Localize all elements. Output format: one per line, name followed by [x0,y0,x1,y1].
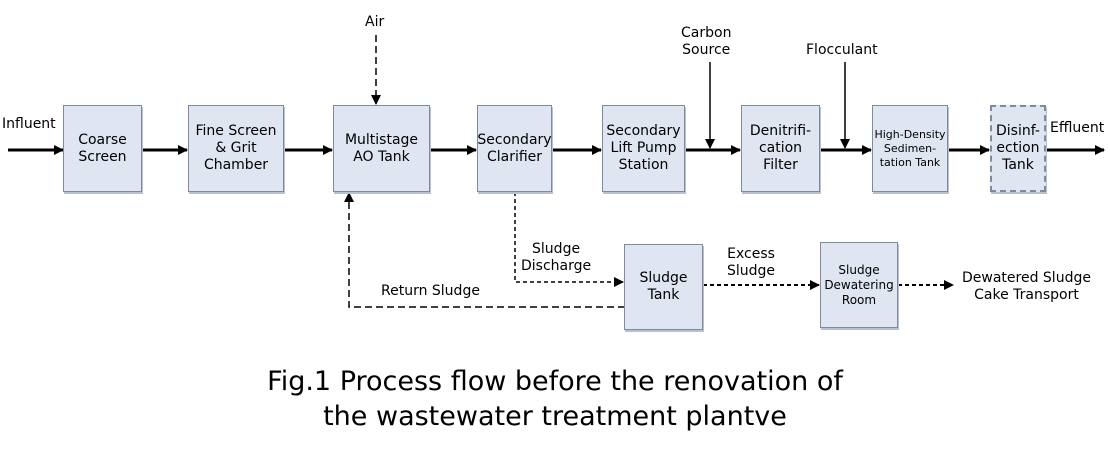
air-label: Air [365,14,385,30]
figure-caption: Fig.1 Process flow before the renovation… [267,366,843,432]
flocculant-label: Flocculant [806,42,878,58]
disinfection-tank-box: Disinf- ection Tank [990,105,1046,192]
secondary-clarifier-box: Secondary Clarifier [477,105,552,192]
sludge-tank-box: Sludge Tank [624,244,703,330]
sludge-dewatering-room-box: Sludge Dewatering Room [820,242,898,328]
excess-sludge-label: Excess Sludge [727,246,776,279]
sludge-discharge-label: Sludge Discharge [521,241,592,274]
effluent-label: Effluent [1050,120,1105,136]
dewatered-sludge-cake-transport-label: Dewatered Sludge Cake Transport [962,270,1091,303]
fine-screen-grit-chamber-box: Fine Screen & Grit Chamber [188,105,284,192]
high-density-sedimentation-tank-box: High-Density Sedimen- tation Tank [872,105,948,192]
return-sludge-label: Return Sludge [381,283,480,299]
carbon-source-label: Carbon Source [681,25,732,58]
denitrification-filter-box: Denitrifi- cation Filter [741,105,820,192]
arrow-sludge-discharge [514,192,624,287]
secondary-lift-pump-station-box: Secondary Lift Pump Station [602,105,685,192]
influent-label: Influent [2,116,56,132]
arrow-return-sludge [344,192,625,308]
coarse-screen-box: Coarse Screen [63,105,142,192]
multistage-ao-tank-box: Multistage AO Tank [333,105,430,192]
